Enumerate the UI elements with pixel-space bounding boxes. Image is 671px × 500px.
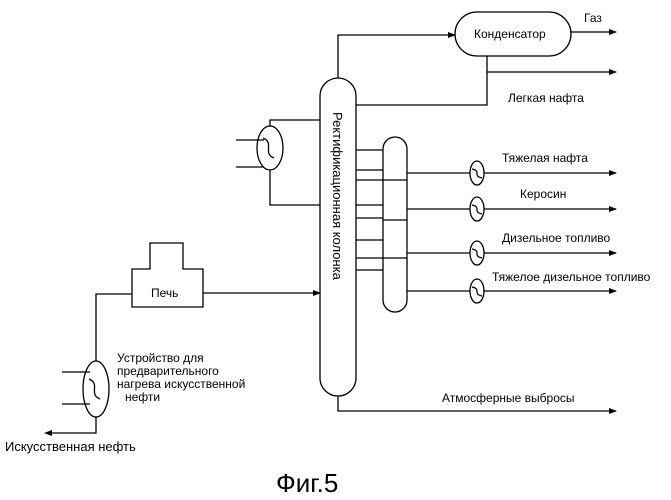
light-naphtha-label: Легкая нафта bbox=[508, 91, 584, 105]
preheater-label-line-2: предварительного bbox=[117, 364, 219, 378]
heavy-diesel-cooler bbox=[470, 279, 484, 303]
kerosene-cooler bbox=[470, 197, 484, 221]
preheater-label-line-3: нагрева искусственной bbox=[117, 377, 245, 391]
column-to-stripper-lines bbox=[356, 150, 383, 258]
feed-line bbox=[48, 417, 96, 433]
condenser-label: Конденсатор bbox=[474, 27, 546, 41]
atmospheric-label: Атмосферные выбросы bbox=[442, 391, 575, 405]
heavy-naphtha-cooler bbox=[470, 161, 484, 185]
preheater-label-line-1: Устройство для bbox=[117, 351, 204, 365]
side-stripper bbox=[383, 137, 407, 312]
stripper-return-lines bbox=[356, 170, 383, 270]
preheater-exchanger bbox=[83, 361, 109, 417]
column-to-condenser-line bbox=[338, 35, 455, 78]
heavy-naphtha-label: Тяжелая нафта bbox=[502, 151, 588, 165]
gas-label: Газ bbox=[584, 11, 602, 25]
reboiler-line-bottom bbox=[270, 165, 320, 205]
kerosene-label: Керосин bbox=[520, 187, 566, 201]
heavy-diesel-label: Тяжелое дизельное топливо bbox=[492, 270, 651, 284]
diesel-label: Дизельное топливо bbox=[502, 231, 611, 245]
reflux-line bbox=[356, 72, 487, 105]
column-label: Ректификационная колонка bbox=[330, 112, 345, 281]
figure-caption: Фиг.5 bbox=[276, 468, 338, 498]
reboiler-line-top bbox=[270, 120, 320, 130]
feed-label: Искусственная нефть bbox=[5, 439, 136, 454]
reboiler-exchanger bbox=[257, 126, 283, 170]
furnace-label: Печь bbox=[151, 286, 178, 300]
feed-arrow-icon bbox=[44, 430, 52, 436]
diesel-cooler bbox=[470, 241, 484, 265]
preheater-label-line-4: нефти bbox=[125, 390, 160, 404]
